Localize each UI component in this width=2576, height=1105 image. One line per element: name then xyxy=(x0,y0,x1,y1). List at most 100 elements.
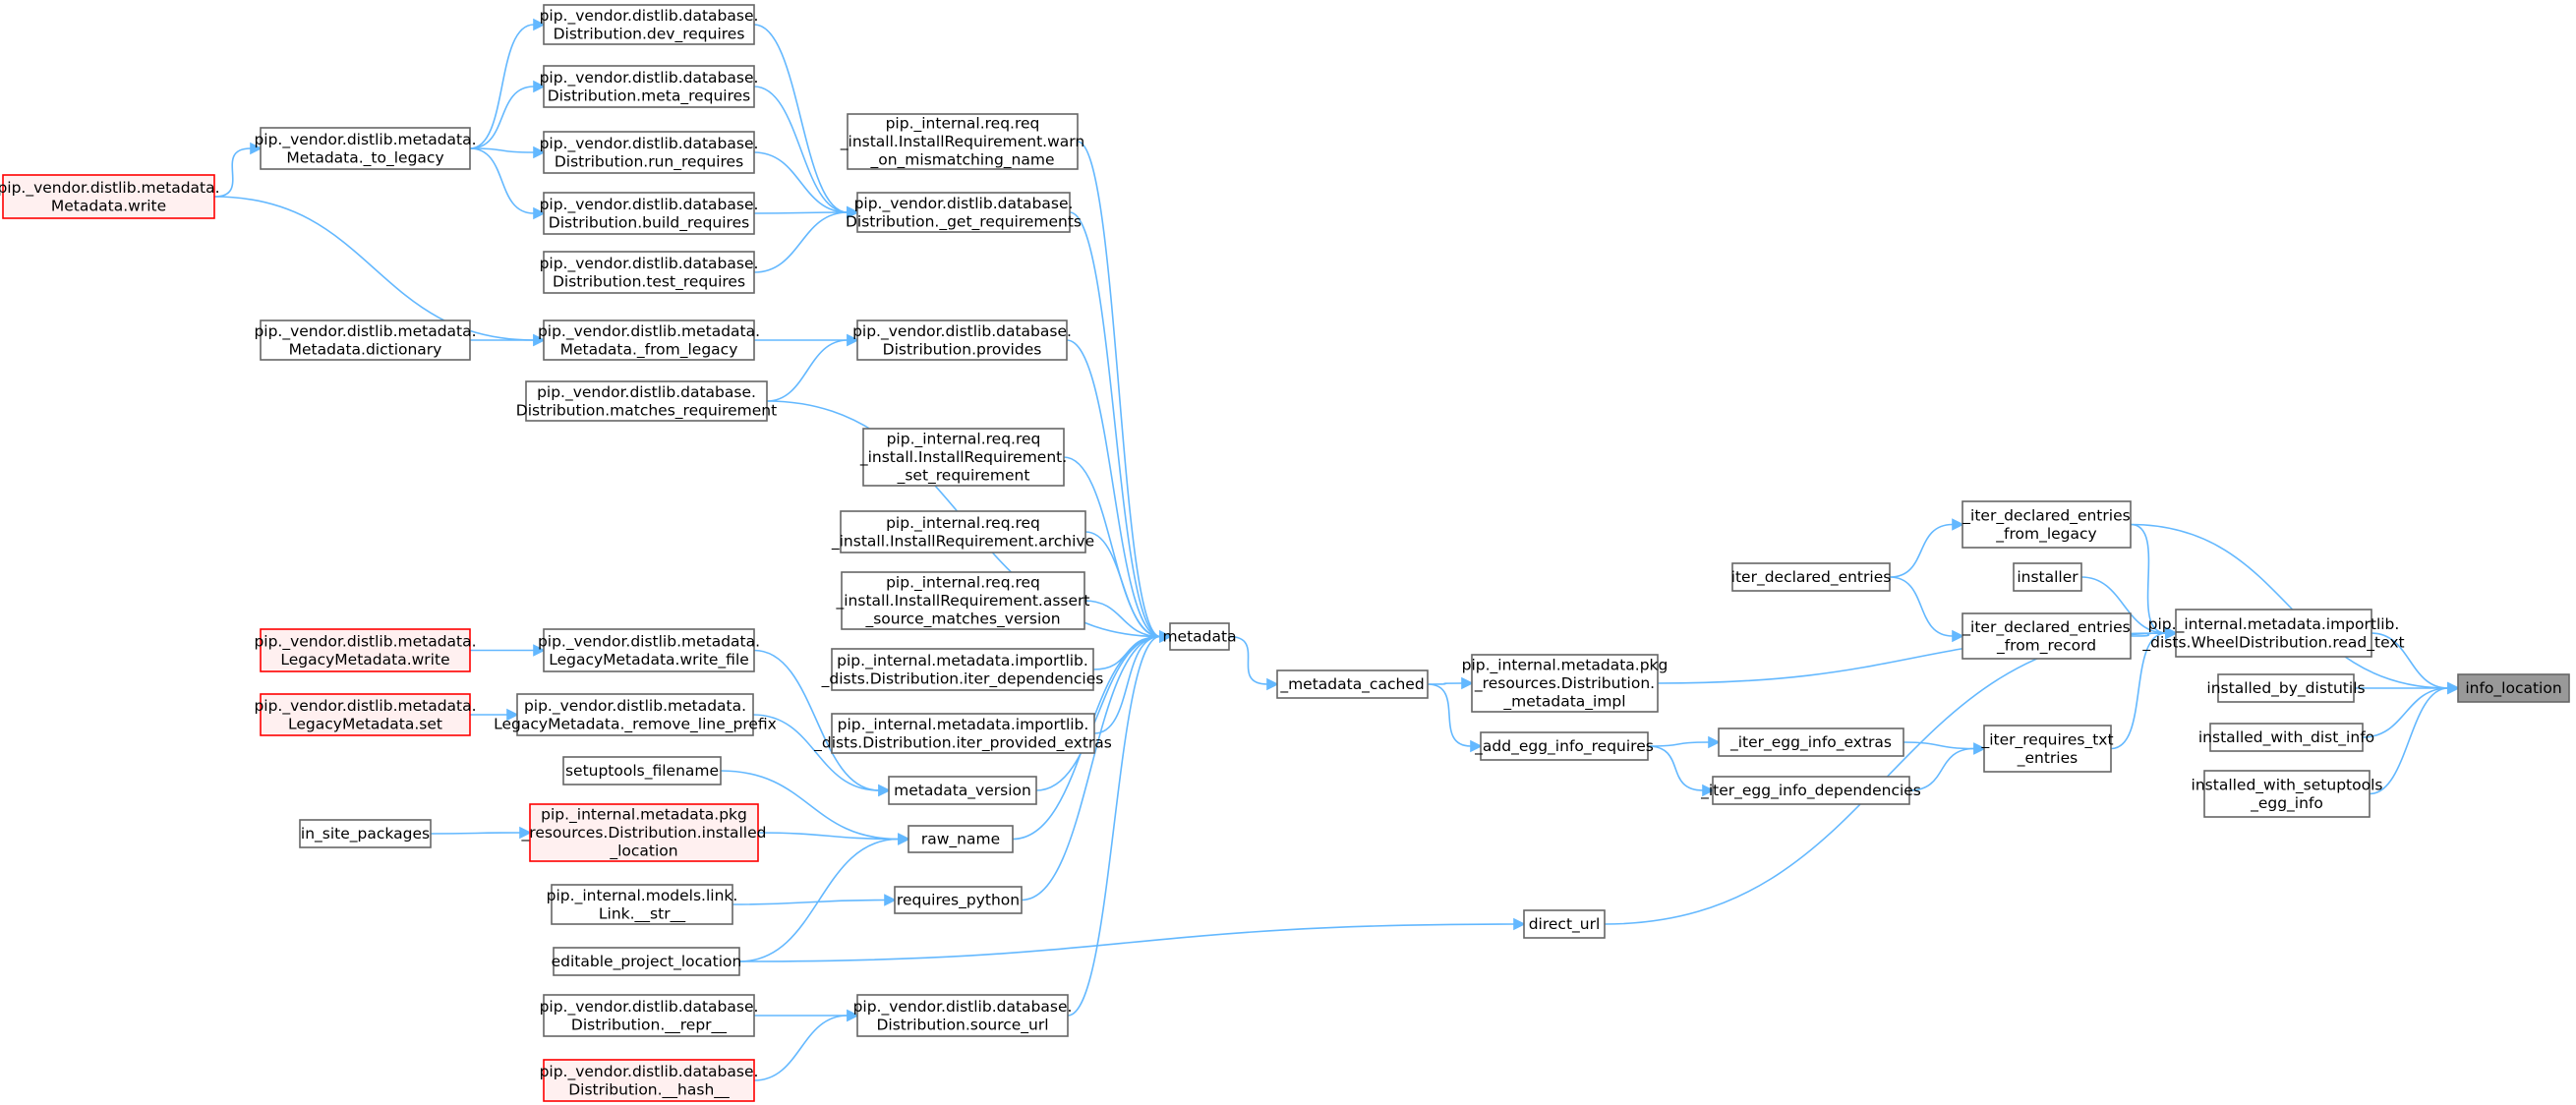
edge-line xyxy=(469,147,535,214)
node-metadata-version[interactable]: metadata_version xyxy=(888,776,1037,805)
node-installed-location[interactable]: pip._internal.metadata.pkg_resources.Dis… xyxy=(521,803,767,862)
node-source-url[interactable]: pip._vendor.distlib.database.Distributio… xyxy=(853,994,1073,1037)
node-from-legacy[interactable]: pip._vendor.distlib.metadata.Metadata._f… xyxy=(538,320,760,361)
node-read-text[interactable]: pip._internal.metadata.importlib._dists.… xyxy=(2141,609,2405,658)
node-box xyxy=(2209,723,2364,752)
edge-arrowhead xyxy=(2165,626,2178,640)
node-installer[interactable]: installer xyxy=(2013,562,2082,592)
edge-line xyxy=(753,211,849,273)
node-box xyxy=(543,251,755,294)
node-editable-project-location[interactable]: editable_project_location xyxy=(552,947,742,976)
edge-line xyxy=(1069,211,1161,638)
edge-arrowhead xyxy=(1973,742,1986,755)
edge-arrowhead xyxy=(878,784,891,797)
node-remove-line-prefix[interactable]: pip._vendor.distlib.metadata.LegacyMetad… xyxy=(494,693,777,736)
node-metadata-impl[interactable]: pip._internal.metadata.pkg_resources.Dis… xyxy=(1462,654,1669,713)
node-label: _iter_declared_entries xyxy=(1961,506,2130,525)
node-provides[interactable]: pip._vendor.distlib.database.Distributio… xyxy=(852,320,1072,361)
node-meta-requires[interactable]: pip._vendor.distlib.database.Distributio… xyxy=(540,65,759,108)
node-box xyxy=(543,65,755,108)
node-box xyxy=(543,192,755,235)
node-link-str[interactable]: pip._internal.models.link.Link.__str__ xyxy=(547,884,738,925)
node-box xyxy=(543,4,755,45)
edge-arrowhead xyxy=(1952,629,1964,643)
node-assert-source-matches-version[interactable]: pip._internal.req.req_install.InstallReq… xyxy=(836,571,1090,630)
node-installed-with-setuptools-egg-info[interactable]: installed_with_setuptools_egg_info xyxy=(2192,770,2383,818)
node-label: LegacyMetadata.set xyxy=(288,715,442,732)
node-box xyxy=(562,756,722,785)
node-label: pip._internal.models.link. xyxy=(547,887,738,905)
node-set-requirement[interactable]: pip._internal.req.req_install.InstallReq… xyxy=(859,428,1067,487)
node-label: _resources.Distribution. xyxy=(1474,674,1655,693)
edge-line xyxy=(752,714,880,791)
edge-link-str-to-requires-python xyxy=(732,894,897,906)
node-label: pip._internal.req.req xyxy=(886,115,1040,134)
node-build-requires[interactable]: pip._vendor.distlib.database.Distributio… xyxy=(540,192,759,235)
node-iter-declared-from-record[interactable]: _iter_declared_entries_from_record xyxy=(1961,612,2132,660)
node-legacy-write[interactable]: pip._vendor.distlib.metadata.LegacyMetad… xyxy=(254,628,477,672)
node-label: pip._internal.req.req xyxy=(886,514,1040,533)
node-iter-egg-info-extras[interactable]: _iter_egg_info_extras xyxy=(1718,727,1904,757)
node-iter-declared-from-legacy[interactable]: _iter_declared_entries_from_legacy xyxy=(1961,500,2132,549)
edge-source-url-to-metadata xyxy=(1067,630,1172,1017)
node-iter-requires-txt-entries[interactable]: _iter_requires_txt_entries xyxy=(1980,725,2114,773)
edge-line xyxy=(1021,635,1161,901)
edge-editable-project-location-to-raw-name xyxy=(738,833,910,962)
node-metadata-cached[interactable]: _metadata_cached xyxy=(1276,669,1429,699)
node-box xyxy=(1961,612,2132,660)
node-label: _dists.Distribution.iter_dependencies xyxy=(821,669,1104,688)
edge-line xyxy=(2369,687,2449,795)
edge-add-egg-info-requires-to-iter-egg-info-extras xyxy=(1647,735,1721,749)
node-legacy-set[interactable]: pip._vendor.distlib.metadata.LegacyMetad… xyxy=(254,693,477,736)
node-get-requirements[interactable]: pip._vendor.distlib.database.Distributio… xyxy=(846,192,1082,233)
edge-line xyxy=(1093,635,1161,734)
node-iter-dependencies[interactable]: pip._internal.metadata.importlib._dists.… xyxy=(821,648,1104,691)
node-dist-repr[interactable]: pip._vendor.distlib.database.Distributio… xyxy=(540,994,759,1037)
edge-metadata-cached-to-metadata-impl xyxy=(1427,676,1474,690)
node-raw-name[interactable]: raw_name xyxy=(907,825,1014,853)
node-info-location[interactable]: info_location xyxy=(2457,673,2570,703)
node-box xyxy=(894,886,1023,914)
node-write-file[interactable]: pip._vendor.distlib.metadata.LegacyMetad… xyxy=(538,628,760,672)
node-warn-on-mismatching-name[interactable]: pip._internal.req.req_install.InstallReq… xyxy=(840,113,1084,170)
node-installed-by-distutils[interactable]: installed_by_distutils xyxy=(2206,673,2366,703)
node-iter-declared-entries[interactable]: iter_declared_entries xyxy=(1731,562,1892,592)
node-metadata-write[interactable]: pip._vendor.distlib.metadata.Metadata.wr… xyxy=(0,174,220,219)
node-metadata-dictionary[interactable]: pip._vendor.distlib.metadata.Metadata.di… xyxy=(254,320,477,361)
node-label: _location xyxy=(609,843,677,861)
node-label: Distribution._get_requirements xyxy=(846,212,1082,231)
edge-arrowhead xyxy=(533,644,546,657)
node-label: _from_legacy xyxy=(1995,525,2096,544)
node-metadata[interactable]: metadata xyxy=(1162,622,1237,651)
node-dev-requires[interactable]: pip._vendor.distlib.database.Distributio… xyxy=(540,4,759,45)
node-matches-requirement[interactable]: pip._vendor.distlib.database.Distributio… xyxy=(516,380,777,422)
node-iter-egg-info-dependencies[interactable]: _iter_egg_info_dependencies xyxy=(1700,776,1921,805)
node-iter-provided-extras[interactable]: pip._internal.metadata.importlib._dists.… xyxy=(813,713,1112,754)
edge-arrowhead xyxy=(1702,784,1715,797)
node-label: LegacyMetadata.write xyxy=(280,651,449,669)
node-setuptools-filename[interactable]: setuptools_filename xyxy=(562,756,722,785)
edge-line xyxy=(1647,741,1710,747)
node-in-site-packages[interactable]: in_site_packages xyxy=(299,819,432,848)
node-archive[interactable]: pip._internal.req.req_install.InstallReq… xyxy=(831,510,1094,553)
edge-line xyxy=(1647,745,1704,791)
node-to-legacy[interactable]: pip._vendor.distlib.metadata.Metadata._t… xyxy=(254,127,477,170)
node-direct-url[interactable]: direct_url xyxy=(1523,909,1606,939)
node-add-egg-info-requires[interactable]: _add_egg_info_requires xyxy=(1474,731,1654,761)
node-label: Distribution.build_requires xyxy=(549,213,749,232)
node-box xyxy=(260,628,471,672)
node-label: Distribution.source_url xyxy=(876,1016,1048,1034)
node-test-requires[interactable]: pip._vendor.distlib.database.Distributio… xyxy=(540,251,759,294)
node-label: raw_name xyxy=(921,831,1000,849)
node-run-requires[interactable]: pip._vendor.distlib.database.Distributio… xyxy=(540,131,759,174)
edge-line xyxy=(738,923,1515,962)
node-requires-python[interactable]: requires_python xyxy=(894,886,1023,914)
node-label: _egg_info xyxy=(2250,794,2323,813)
node-dist-hash[interactable]: pip._vendor.distlib.database.Distributio… xyxy=(540,1059,759,1102)
node-installed-with-dist-info[interactable]: installed_with_dist_info xyxy=(2198,723,2374,752)
edge-line xyxy=(720,770,900,841)
node-label: pip._vendor.distlib.database. xyxy=(540,255,759,273)
node-label: pip._internal.metadata.importlib. xyxy=(2148,615,2400,634)
edge-arrowhead xyxy=(533,333,546,347)
edge-line xyxy=(213,147,252,198)
